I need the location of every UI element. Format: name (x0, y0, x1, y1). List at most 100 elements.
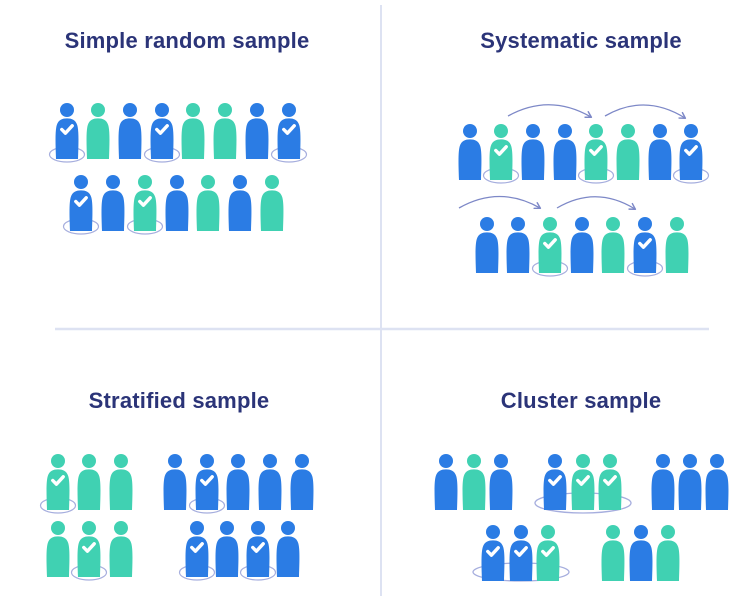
person-head (543, 217, 557, 231)
person-icon (506, 217, 530, 273)
person-head (606, 217, 620, 231)
person-icon (69, 175, 93, 231)
person-body (648, 139, 672, 180)
check-icon (155, 124, 169, 135)
person-icon (705, 454, 729, 510)
person-icon (616, 124, 640, 180)
person-head (467, 454, 481, 468)
person-body (86, 118, 110, 159)
check-icon (74, 196, 88, 207)
person-icon (118, 103, 142, 159)
person-head (51, 454, 65, 468)
person-icon (258, 454, 282, 510)
person-icon (489, 124, 513, 180)
person-icon (46, 454, 70, 510)
person-icon (109, 521, 133, 577)
person-body (489, 139, 513, 180)
person-icon (246, 521, 270, 577)
skip-arrow-icon (604, 104, 687, 119)
person-head (661, 525, 675, 539)
person-icon (509, 525, 533, 581)
check-icon (138, 196, 152, 207)
person-icon (475, 217, 499, 273)
person-body (165, 190, 189, 231)
person-head (670, 217, 684, 231)
check-icon (576, 475, 590, 486)
person-body (109, 469, 133, 510)
person-icon (651, 454, 675, 510)
person-icon (86, 103, 110, 159)
person-head (170, 175, 184, 189)
person-body (629, 540, 653, 581)
person-head (82, 454, 96, 468)
person-icon (165, 175, 189, 231)
person-body (185, 536, 209, 577)
person-body (163, 469, 187, 510)
person-body (462, 469, 486, 510)
person-icon (55, 103, 79, 159)
person-head (281, 521, 295, 535)
person-icon (245, 103, 269, 159)
person-body (77, 469, 101, 510)
person-icon (133, 175, 157, 231)
person-icon (633, 217, 657, 273)
person-head (653, 124, 667, 138)
person-head (575, 217, 589, 231)
person-icon (462, 454, 486, 510)
person-icon (629, 525, 653, 581)
person-head (263, 454, 277, 468)
person-body (77, 536, 101, 577)
person-body (481, 540, 505, 581)
person-head (638, 217, 652, 231)
person-head (282, 103, 296, 117)
check-icon (51, 475, 65, 486)
person-head (634, 525, 648, 539)
panel-cluster-sample (434, 454, 729, 582)
check-icon (684, 145, 698, 156)
person-head (168, 454, 182, 468)
person-head (511, 217, 525, 231)
person-head (82, 521, 96, 535)
person-head (439, 454, 453, 468)
person-body (651, 469, 675, 510)
person-body (434, 469, 458, 510)
panel-title-simple-random-sample: Simple random sample (64, 28, 310, 53)
person-icon (584, 124, 608, 180)
person-icon (598, 454, 622, 510)
person-head (74, 175, 88, 189)
person-icon (521, 124, 545, 180)
person-body (290, 469, 314, 510)
person-body (570, 232, 594, 273)
person-icon (101, 175, 125, 231)
person-body (656, 540, 680, 581)
person-icon (215, 521, 239, 577)
check-icon (190, 542, 204, 553)
check-icon (282, 124, 296, 135)
person-icon (150, 103, 174, 159)
person-head (231, 454, 245, 468)
skip-arrow-icon (458, 195, 542, 210)
panel-title-stratified-sample: Stratified sample (88, 388, 270, 413)
person-icon (538, 217, 562, 273)
person-body (678, 469, 702, 510)
person-body (276, 536, 300, 577)
person-head (684, 124, 698, 138)
person-head (486, 525, 500, 539)
person-body (277, 118, 301, 159)
person-icon (185, 521, 209, 577)
person-body (228, 190, 252, 231)
person-head (494, 124, 508, 138)
check-icon (60, 124, 74, 135)
person-body (213, 118, 237, 159)
person-icon (213, 103, 237, 159)
person-icon (260, 175, 284, 231)
person-icon (489, 454, 513, 510)
person-body (245, 118, 269, 159)
check-icon (541, 546, 555, 557)
person-head (190, 521, 204, 535)
panel-simple-random-sample (48, 103, 308, 235)
person-body (601, 540, 625, 581)
person-head (155, 103, 169, 117)
person-body (521, 139, 545, 180)
person-body (181, 118, 205, 159)
